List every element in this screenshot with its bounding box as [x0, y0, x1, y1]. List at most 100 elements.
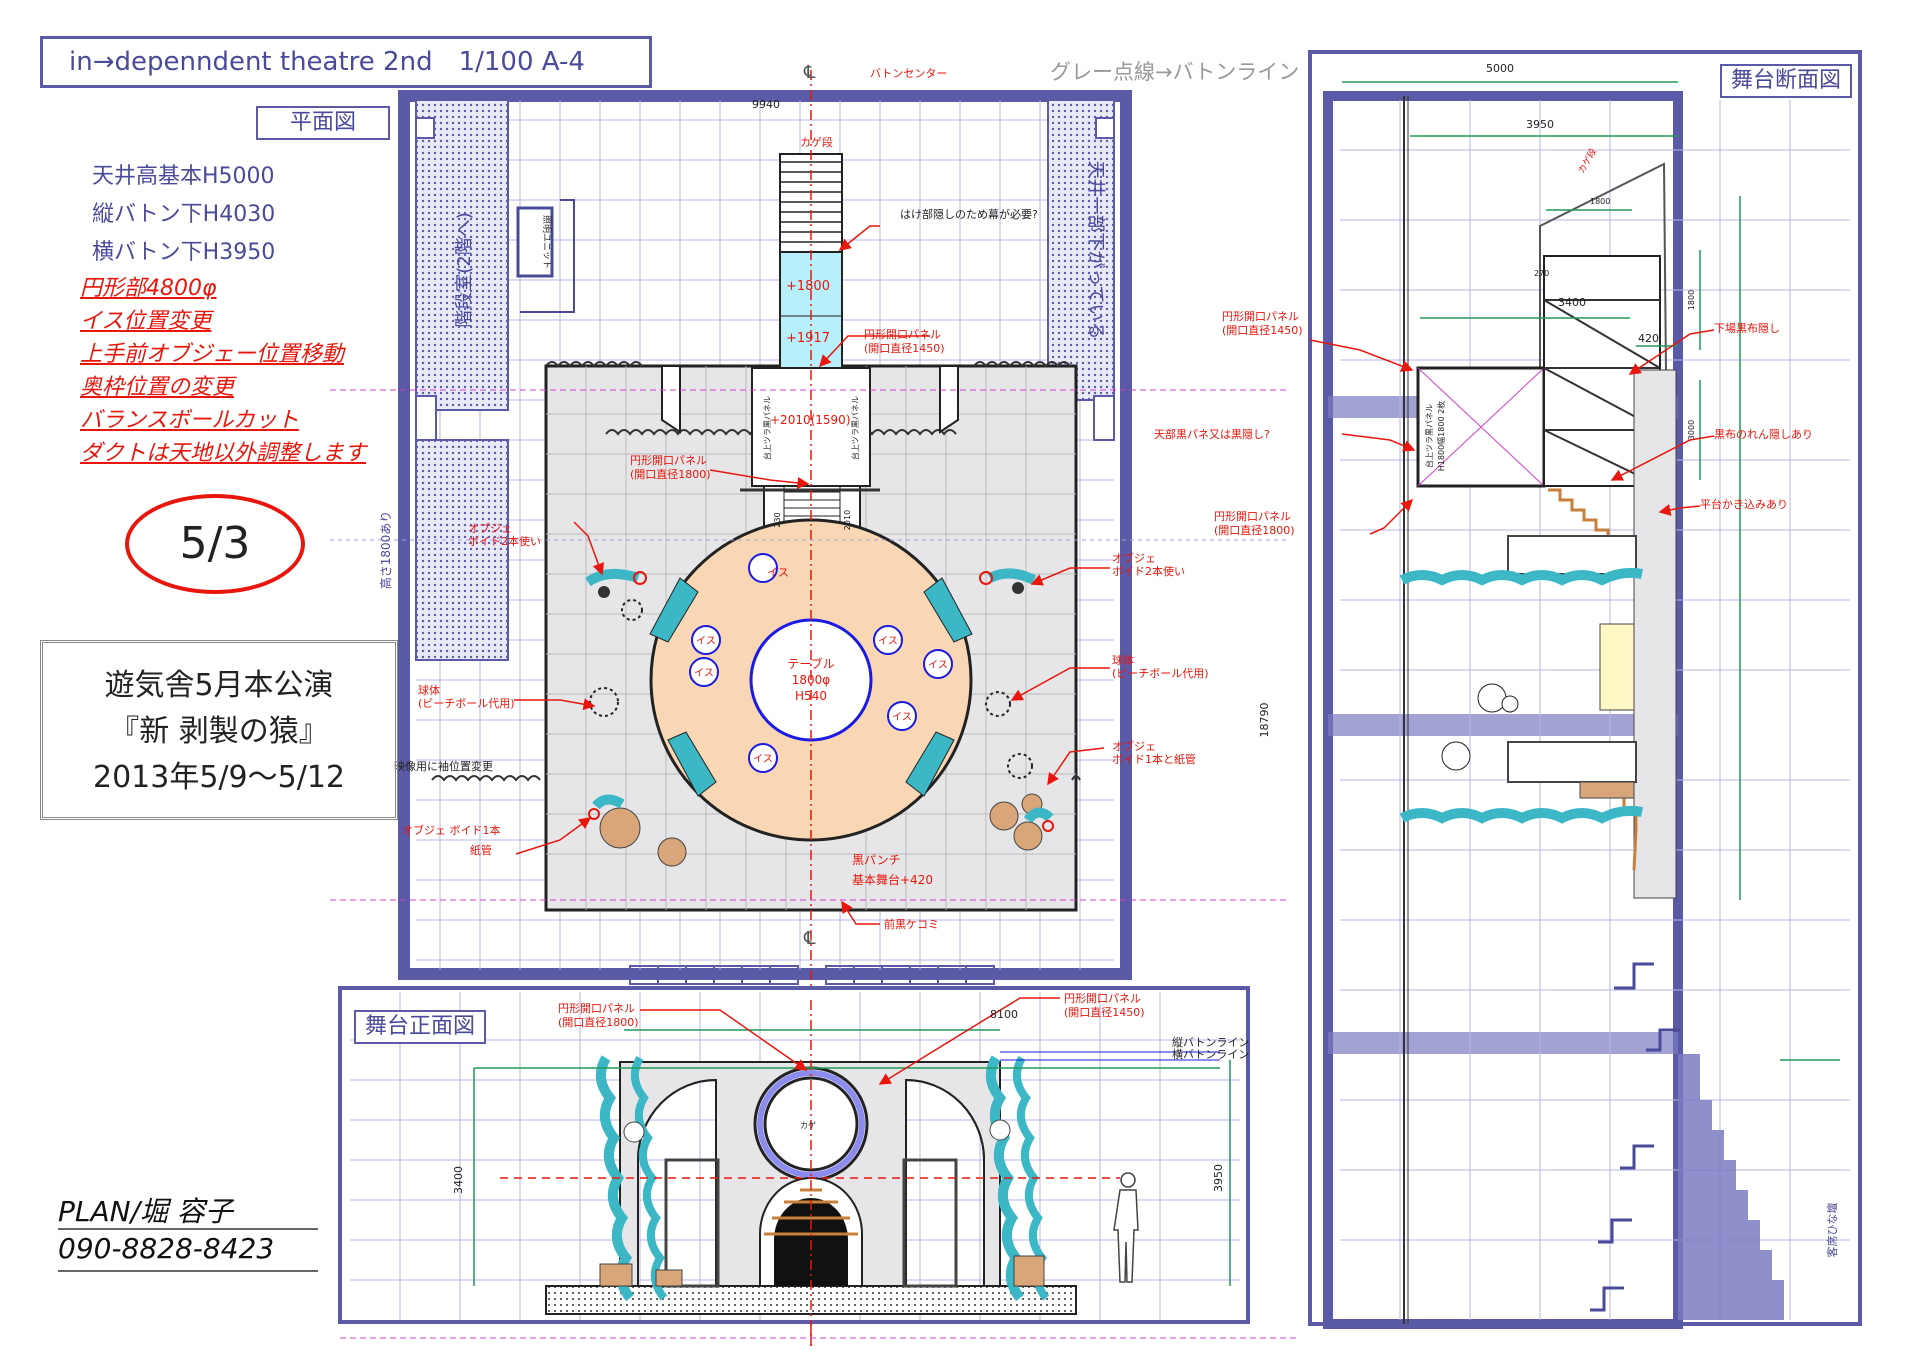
chairs	[689, 553, 953, 773]
section-label-panel-b: 円形開口パネル	[1214, 510, 1291, 523]
label-width-8100: 8100	[990, 1008, 1018, 1021]
label-circle-panel-a-sub: (開口直径1450)	[864, 341, 945, 355]
chair-label-3: イス	[694, 668, 714, 679]
phone-divider	[58, 1270, 318, 1272]
section-dim-270: 270	[1534, 269, 1549, 278]
front-label-panel-a-sub: (開口直径1450)	[1064, 1005, 1145, 1019]
label-height-3950: 3950	[1212, 1164, 1225, 1192]
section-dim-1800: 1800	[1687, 290, 1696, 310]
section-label-platform: 平台かき込みあり	[1700, 497, 1788, 511]
production-info: 遊気舎5月本公演 『新 剥製の猿』 2013年5/9〜5/12	[40, 640, 398, 820]
label-curtain-note: 映像用に袖位置変更	[394, 759, 493, 773]
section-label-kage-dan: カゲ段	[1575, 146, 1599, 175]
human-scale-figure	[1113, 1172, 1139, 1283]
label-upper-panel-left: 台上ツラ黒パネル	[762, 396, 772, 460]
label-unit-box: 照明ユニット	[541, 215, 552, 269]
chair-label-1: イス	[767, 566, 789, 579]
label-black-panel: 黒パンチ	[852, 853, 901, 867]
center-mark-bottom: ℄	[803, 928, 816, 949]
label-width-3950: 3950	[1526, 118, 1554, 131]
section-dim-3000: 3000	[1687, 420, 1696, 440]
section-frame	[1308, 50, 1862, 1326]
label-horizontal-baton: 横バトンライン	[1172, 1047, 1249, 1061]
stairs-room-lower	[415, 439, 509, 661]
label-dim-230: 230	[773, 512, 782, 527]
label-obj-left-bottom: オブジェ ボイド1本	[402, 823, 501, 837]
lighting-unit	[516, 206, 554, 278]
change-4: 奥枠位置の変更	[80, 375, 235, 400]
section-view-label: 舞台断面図	[1720, 64, 1852, 98]
author-divider	[58, 1228, 318, 1230]
front-label-panel-b-sub: (開口直径1800)	[558, 1015, 639, 1029]
label-circle-panel-b-sub: (開口直径1800)	[630, 467, 711, 481]
upper-stage-box	[751, 367, 871, 487]
label-stairs-room: 階段室(2階へ)	[454, 212, 475, 328]
label-kage: カゲ	[800, 1120, 816, 1130]
label-obj-right-top: オブジェ	[1112, 551, 1156, 565]
plan-view	[330, 70, 1290, 1346]
label-hake-note: はけ部隠しのため幕が必要?	[900, 207, 1038, 221]
production-title: 『新 剥製の猿』	[109, 714, 329, 749]
section-label-panel-a: 円形開口パネル	[1222, 310, 1299, 323]
label-width-9940: 9940	[752, 98, 780, 111]
sphere-right	[985, 691, 1011, 717]
front-view	[338, 986, 1300, 1346]
chair-label-7: イス	[753, 754, 773, 765]
label-width-5000: 5000	[1486, 62, 1514, 75]
label-dim-2010: 2010	[843, 510, 852, 530]
label-obj-right-top-sub: ボイド2本使い	[1112, 564, 1185, 578]
label-plus1917: +1917	[786, 331, 830, 346]
date-circle: 5/3	[125, 494, 305, 594]
plan-phone: 090-8828-8423	[58, 1232, 275, 1265]
production-dates: 2013年5/9〜5/12	[93, 760, 345, 795]
label-obj-left-top-sub: ボイド2本使い	[468, 534, 541, 548]
table-size: 1800φ	[792, 673, 831, 687]
spec-vertical-baton: 縦バトン下H4030	[92, 202, 276, 227]
section-label-noren: 黒布のれん隠しあり	[1714, 428, 1813, 441]
label-front-kekomi: 前黒ケコミ	[884, 917, 939, 931]
label-circle-panel-a: 円形開口パネル	[864, 328, 941, 341]
label-ball-right-sub: (ビーチボール代用)	[1112, 667, 1209, 680]
label-height-18790: 18790	[1258, 703, 1271, 738]
front-label-panel-b: 円形開口パネル	[558, 1002, 635, 1015]
chair-5	[923, 649, 953, 679]
production-company: 遊気舎5月本公演	[104, 668, 334, 703]
change-3: 上手前オブジェー位置移動	[80, 342, 345, 367]
objet-left-bottom	[588, 794, 687, 867]
chair-3	[689, 657, 719, 687]
table-label: テーブル	[787, 656, 834, 671]
section-label-upper-panel: 天部黒パネ又は黒隠し?	[1154, 427, 1270, 441]
table-height: H540	[795, 689, 827, 703]
chair-7	[748, 743, 778, 773]
change-2: イス位置変更	[80, 309, 212, 334]
plan-outer-wall	[398, 90, 1132, 980]
section-dim-1800-top: 1800	[1590, 197, 1610, 206]
chair-label-5: イス	[928, 660, 948, 671]
label-ceiling-note: 天井一部下がっている	[1085, 160, 1106, 339]
label-obj-left-bottom-sub: 紙管	[470, 843, 492, 857]
chair-label-6: イス	[892, 712, 912, 723]
label-ball-right: 球体	[1112, 653, 1134, 667]
label-obj-right-bottom: オブジェ	[1112, 739, 1156, 753]
audience-steps	[1678, 1054, 1784, 1320]
objet-right-bottom	[989, 793, 1054, 851]
label-obj-right-bottom-sub: ボイド1本と紙管	[1112, 752, 1196, 766]
objet-left-top	[585, 568, 647, 598]
plan-view-label: 平面図	[256, 106, 390, 140]
section-panel-note2: H1800幅1800 2枚	[1436, 401, 1446, 471]
front-view-label: 舞台正面図	[354, 1010, 486, 1044]
chair-1	[748, 553, 778, 583]
label-ball-left: 球体	[418, 683, 440, 697]
baton-note: グレー点線→バトンライン	[1050, 60, 1300, 84]
label-obj-left-top: オブジェ	[468, 521, 512, 535]
sphere-left-top	[621, 599, 643, 621]
label-upper-panel-right: 台上ツラ黒パネル	[850, 396, 860, 460]
chair-6	[887, 701, 917, 731]
section-label-lower-curtain: 下場黒布隠し	[1714, 322, 1780, 335]
chair-label-2: イス	[696, 636, 716, 647]
label-plus2010: +2010(1590)	[770, 413, 851, 427]
label-kage-dan: カゲ段	[800, 135, 833, 149]
change-1: 円形部4800φ	[80, 276, 217, 301]
stairs-room	[415, 99, 509, 411]
